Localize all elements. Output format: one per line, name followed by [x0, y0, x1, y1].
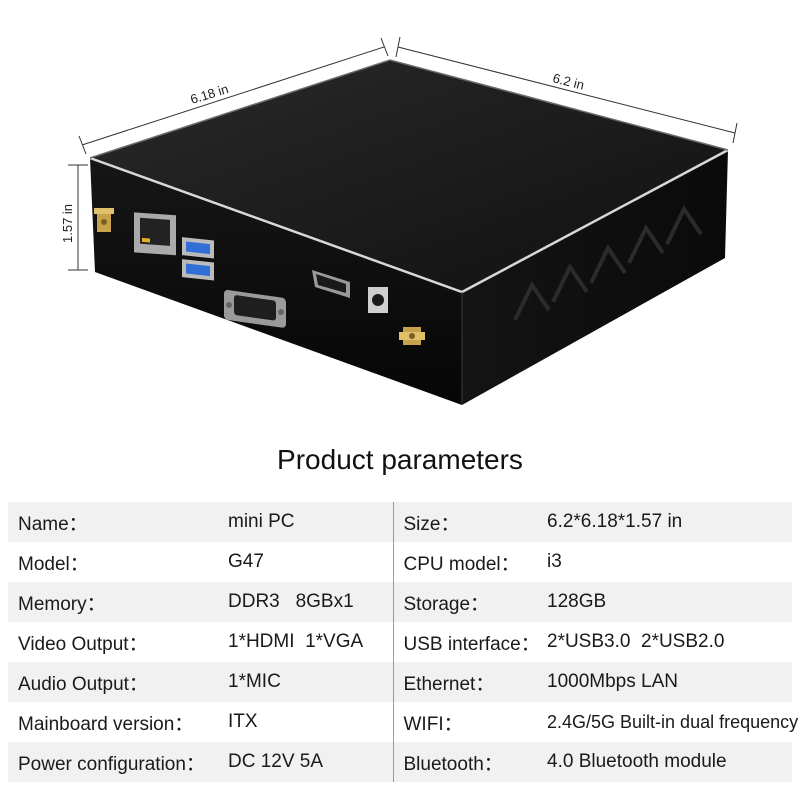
usb3-ports-icon — [182, 237, 214, 281]
param-value: G47 — [218, 542, 394, 582]
param-label: Model： — [8, 542, 218, 582]
param-value: 128GB — [543, 582, 792, 622]
table-row: Power configuration： DC 12V 5A Bluetooth… — [8, 742, 792, 782]
param-value: ITX — [218, 702, 394, 742]
hdmi-port-icon — [312, 270, 350, 298]
mini-pc-case — [89, 59, 729, 405]
table-row: Mainboard version： ITX WIFI： 2.4G/5G Bui… — [8, 702, 798, 742]
param-value: 1*MIC — [218, 662, 394, 702]
dimension-annotations — [68, 36, 738, 271]
param-label: Size： — [393, 502, 543, 542]
param-label: CPU model： — [393, 542, 543, 582]
param-value: DC 12V 5A — [218, 742, 394, 782]
vga-port-icon — [224, 290, 286, 328]
param-value: DDR3 8GBx1 — [218, 582, 394, 622]
param-value: 2.4G/5G Built-in dual frequency — [543, 702, 798, 742]
dc-power-port-icon — [368, 287, 388, 313]
table-row: Audio Output： 1*MIC Ethernet： 1000Mbps L… — [8, 662, 792, 702]
param-label: Ethernet： — [393, 662, 543, 702]
param-label: Memory： — [8, 582, 218, 622]
param-label: WIFI： — [393, 702, 543, 742]
param-label: USB interface： — [393, 622, 543, 662]
depth-dimension-label: 6.2 in — [551, 70, 585, 92]
param-value: 1*HDMI 1*VGA — [218, 622, 394, 662]
case-front-face — [90, 158, 462, 405]
param-value: 4.0 Bluetooth module — [543, 742, 792, 782]
param-label: Video Output： — [8, 622, 218, 662]
side-vent-icon — [513, 205, 703, 321]
param-value: 2*USB3.0 2*USB2.0 — [543, 622, 792, 662]
param-value: i3 — [543, 542, 792, 582]
width-dimension-label: 6.18 in — [188, 81, 230, 107]
param-label: Name： — [8, 502, 218, 542]
param-value: mini PC — [218, 502, 394, 542]
antenna-right-icon — [399, 327, 425, 345]
param-label: Power configuration： — [8, 742, 218, 782]
ethernet-port-icon — [134, 212, 176, 256]
param-value: 6.2*6.18*1.57 in — [543, 502, 792, 542]
param-label: Audio Output： — [8, 662, 218, 702]
page-title: Product parameters — [277, 444, 523, 475]
table-row: Memory： DDR3 8GBx1 Storage： 128GB — [8, 582, 792, 622]
mini-pc-product-image: 6.18 in 6.2 in 1.57 in — [60, 36, 738, 405]
table-row: Name： mini PC Size： 6.2*6.18*1.57 in — [8, 502, 792, 542]
antenna-left-icon — [94, 208, 114, 232]
param-label: Mainboard version： — [8, 702, 218, 742]
table-row: Model： G47 CPU model： i3 — [8, 542, 792, 582]
table-row: Video Output： 1*HDMI 1*VGA USB interface… — [8, 622, 792, 662]
height-dimension-label: 1.57 in — [60, 204, 75, 243]
param-label: Bluetooth： — [393, 742, 543, 782]
product-parameters-table: Name： mini PC Size： 6.2*6.18*1.57 in Mod… — [8, 502, 798, 782]
param-label: Storage： — [393, 582, 543, 622]
param-value: 1000Mbps LAN — [543, 662, 792, 702]
